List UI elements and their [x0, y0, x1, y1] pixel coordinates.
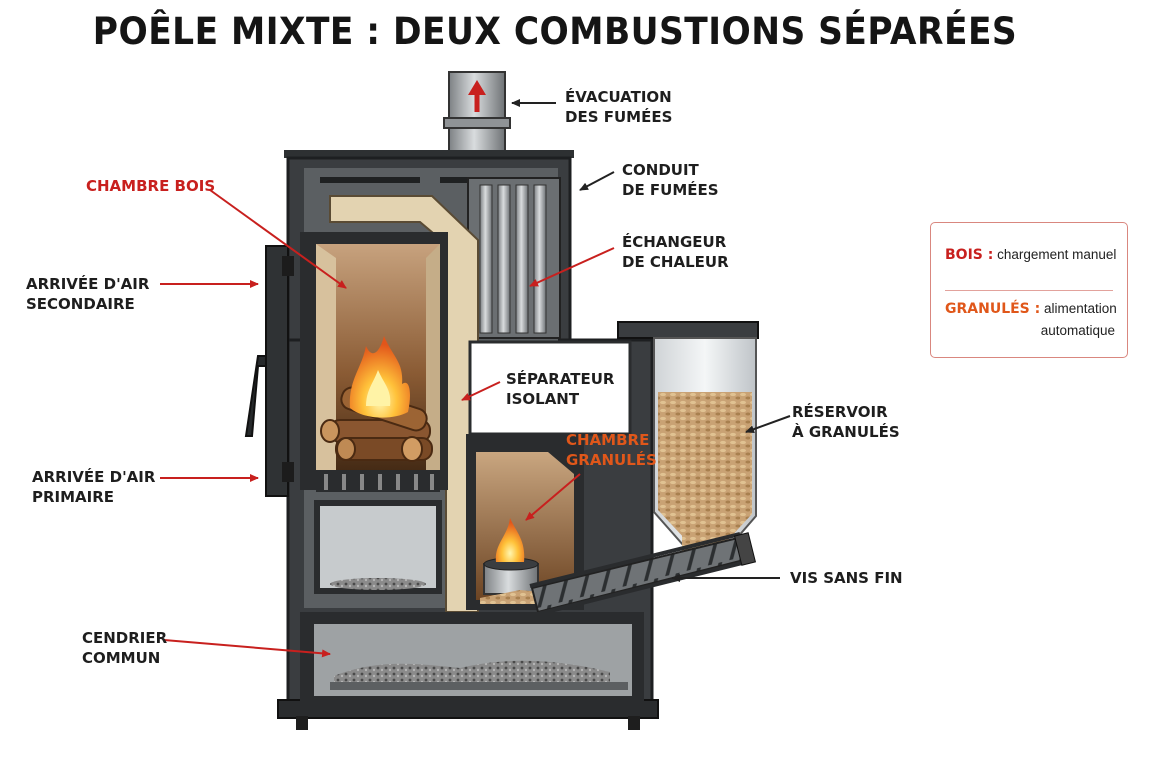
- legend-bois-text: chargement manuel: [997, 247, 1117, 262]
- leader-conduit: [579, 171, 615, 191]
- legend-bois-row: BOIS : chargement manuel: [945, 247, 1116, 263]
- wood-chamber: [300, 232, 448, 492]
- legend-granules-text-1: alimentation: [1044, 301, 1117, 316]
- stove-door: [244, 245, 294, 497]
- legend-granules-row: GRANULÉS : alimentation: [945, 301, 1117, 317]
- leader-chambre-bois: [209, 189, 347, 289]
- legend-granules-text-2: automatique: [1040, 323, 1115, 338]
- common-ash-tray: [300, 612, 644, 704]
- leader-chambre-granules: [525, 473, 581, 521]
- legend-bois-key: BOIS :: [945, 247, 994, 263]
- diagram-title: POÊLE MIXTE : DEUX COMBUSTIONS SÉPARÉES: [92, 10, 1018, 53]
- pellet-hopper: [617, 321, 759, 552]
- heat-exchanger-tubes: [467, 177, 561, 339]
- auger-screw: [529, 532, 757, 616]
- legend-box: BOIS : chargement manuel GRANULÉS : alim…: [930, 222, 1128, 358]
- pellet-chamber: [466, 434, 584, 610]
- legend-granules-key: GRANULÉS :: [945, 301, 1041, 317]
- leader-separateur: [461, 381, 501, 401]
- legend-granules-row-2: automatique: [1041, 323, 1115, 338]
- leader-reservoir: [745, 415, 791, 434]
- insulating-separator: [468, 340, 632, 436]
- legend-divider: [945, 290, 1113, 291]
- label-vis-sans-fin: VIS SANS FIN: [790, 569, 903, 587]
- wood-ash-drawer: [314, 500, 442, 594]
- label-chambre-bois: CHAMBRE BOIS: [86, 177, 216, 195]
- leader-echangeur: [529, 247, 615, 287]
- leader-cendrier: [163, 639, 331, 658]
